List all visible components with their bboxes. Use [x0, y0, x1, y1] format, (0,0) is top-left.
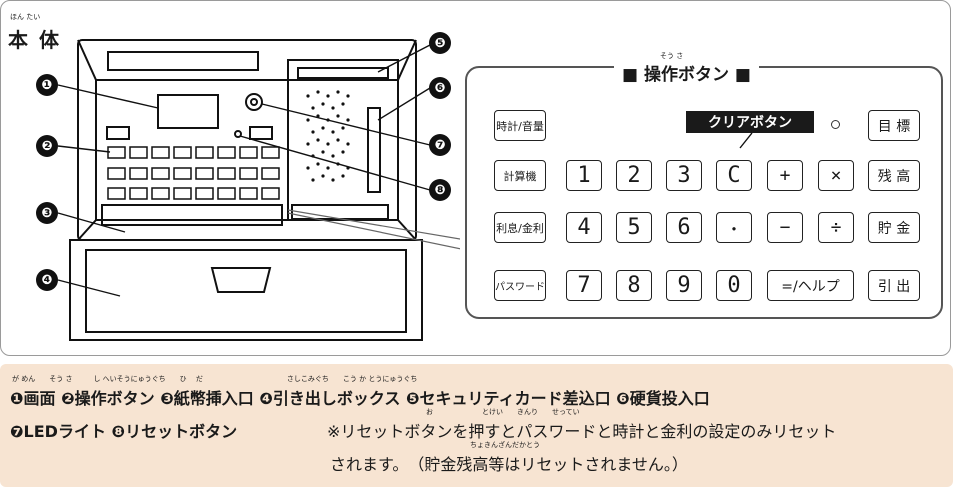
clear-key[interactable]: C [716, 160, 752, 191]
callout-2: ❷ [36, 135, 58, 157]
legend-box [0, 364, 953, 487]
legend-line2-bold: ❼LEDライト ❽リセットボタン [10, 422, 238, 441]
plus-key[interactable]: + [767, 160, 803, 191]
clear-button-label: クリアボタン [686, 111, 814, 133]
balance-key[interactable]: 残 高 [868, 160, 920, 191]
goal-key[interactable]: 目 標 [868, 110, 920, 141]
panel-title-ruby: そう さ [660, 52, 684, 60]
legend-line3-ruby: ちょきんざんだかとう [470, 441, 540, 449]
callout-6: ❻ [429, 77, 451, 99]
deposit-key[interactable]: 貯 金 [868, 212, 920, 243]
diagram-frame [0, 0, 951, 356]
callout-8: ❽ [429, 179, 451, 201]
callout-5: ❺ [429, 32, 451, 54]
divide-key[interactable]: ÷ [818, 212, 854, 243]
withdraw-key[interactable]: 引 出 [868, 270, 920, 301]
machine-illustration [57, 39, 460, 341]
legend-line2-note: ※リセットボタンを押すとパスワードと時計と金利の設定のみリセット [327, 422, 837, 441]
panel-title-text: ■ 操作ボタン ■ [622, 65, 751, 85]
key-0[interactable]: 0 [716, 270, 752, 301]
clear-label-pointer [739, 133, 753, 149]
key-5[interactable]: 5 [616, 212, 652, 243]
decimal-key[interactable]: ・ [716, 212, 752, 243]
callout-7: ❼ [429, 134, 451, 156]
legend-line1-ruby: が めん そう さ し へいそうにゅうぐち ひ だ さしこみぐち こう か とう… [12, 375, 418, 383]
clock-volume-key[interactable]: 時計/音量 [494, 110, 546, 141]
page-title: 本 体 [8, 28, 61, 52]
key-3[interactable]: 3 [666, 160, 702, 191]
legend-line3: されます。 （貯金残高等はリセットされません。） [330, 455, 688, 474]
led-indicator-icon [831, 120, 840, 129]
panel-title: そう さ ■ 操作ボタン ■ [614, 52, 759, 85]
callout-1: ❶ [36, 74, 58, 96]
key-9[interactable]: 9 [666, 270, 702, 301]
calculator-key[interactable]: 計算機 [494, 160, 546, 191]
callout-4: ❹ [36, 269, 58, 291]
key-4[interactable]: 4 [566, 212, 602, 243]
title-ruby: ほん たい [10, 13, 41, 21]
password-key[interactable]: パスワード [494, 270, 546, 301]
legend-line1: ❶画面 ❷操作ボタン ❸紙幣挿入口 ❹引き出しボックス ❺セキュリティカード差込… [10, 389, 710, 408]
key-6[interactable]: 6 [666, 212, 702, 243]
key-8[interactable]: 8 [616, 270, 652, 301]
legend-line2-ruby: お とけい きんり せってい [426, 408, 580, 416]
key-7[interactable]: 7 [566, 270, 602, 301]
callout-3: ❸ [36, 202, 58, 224]
key-2[interactable]: 2 [616, 160, 652, 191]
multiply-key[interactable]: × [818, 160, 854, 191]
minus-key[interactable]: − [767, 212, 803, 243]
equals-help-key[interactable]: =/ヘルプ [767, 270, 854, 301]
interest-key[interactable]: 利息/金利 [494, 212, 546, 243]
key-1[interactable]: 1 [566, 160, 602, 191]
